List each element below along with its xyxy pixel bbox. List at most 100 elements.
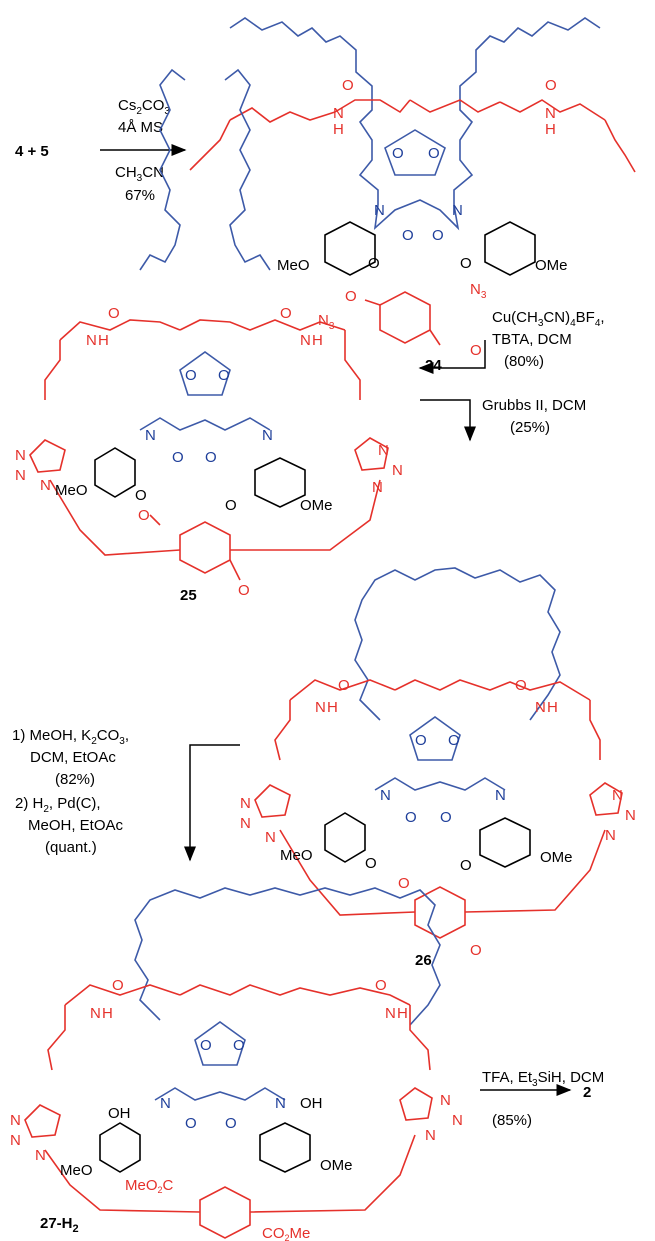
svg-text:H: H xyxy=(547,699,558,716)
step2-yield: (80%) xyxy=(504,353,544,370)
svg-text:N: N xyxy=(380,787,391,804)
compound-26-label: 26 xyxy=(415,952,432,969)
svg-text:N: N xyxy=(15,447,26,464)
svg-text:N: N xyxy=(35,1147,46,1164)
svg-text:N: N xyxy=(265,829,276,846)
svg-text:N: N xyxy=(385,1005,396,1022)
step4-reagent-3: (82%) xyxy=(55,771,95,788)
arrow-step3 xyxy=(420,399,476,442)
compound-25-atoms: O O N H N H O O N N O O N N N N N N MeO … xyxy=(15,305,403,604)
svg-text:O: O xyxy=(365,855,377,872)
svg-text:H: H xyxy=(327,699,338,716)
svg-text:N: N xyxy=(15,467,26,484)
svg-text:N: N xyxy=(625,807,636,824)
compound-25-label: 25 xyxy=(180,587,197,604)
svg-text:O: O xyxy=(172,449,184,466)
compound-26-atoms: O O N H N H O O N N O O N N N N N N MeO … xyxy=(240,677,636,969)
svg-text:O: O xyxy=(218,367,230,384)
svg-text:O: O xyxy=(238,582,250,599)
svg-text:O: O xyxy=(225,497,237,514)
svg-text:O: O xyxy=(135,487,147,504)
svg-text:N: N xyxy=(545,105,556,122)
svg-text:MeO2C: MeO2C xyxy=(125,1177,174,1195)
svg-text:N: N xyxy=(605,827,616,844)
svg-text:N: N xyxy=(315,699,326,716)
step4-reagent-5: MeOH, EtOAc xyxy=(28,817,124,834)
svg-text:N: N xyxy=(300,332,311,349)
svg-text:O: O xyxy=(205,449,217,466)
svg-text:MeO: MeO xyxy=(60,1162,93,1179)
svg-text:O: O xyxy=(112,977,124,994)
arrow-step2 xyxy=(418,340,486,374)
compound-26 xyxy=(254,567,623,939)
svg-text:N: N xyxy=(240,795,251,812)
svg-text:N: N xyxy=(262,427,273,444)
svg-text:O: O xyxy=(185,1115,197,1132)
svg-text:N: N xyxy=(275,1095,286,1112)
svg-text:OMe: OMe xyxy=(320,1157,353,1174)
svg-text:OH: OH xyxy=(300,1095,323,1112)
step1-reagent-3: CH3CN xyxy=(115,164,164,184)
svg-text:H: H xyxy=(333,121,344,138)
svg-text:O: O xyxy=(108,305,120,322)
svg-text:O: O xyxy=(342,77,354,94)
step1-yield: 67% xyxy=(125,187,155,204)
svg-text:O: O xyxy=(368,255,380,272)
svg-text:O: O xyxy=(185,367,197,384)
svg-text:N: N xyxy=(10,1132,21,1149)
svg-text:N: N xyxy=(240,815,251,832)
svg-text:N: N xyxy=(452,202,463,219)
svg-text:O: O xyxy=(448,732,460,749)
svg-text:N: N xyxy=(90,1005,101,1022)
svg-text:O: O xyxy=(432,227,444,244)
svg-text:MeO: MeO xyxy=(277,257,310,274)
svg-text:O: O xyxy=(415,732,427,749)
svg-text:O: O xyxy=(405,809,417,826)
step4-reagent-2: DCM, EtOAc xyxy=(30,749,116,766)
step4-reagent-4: 2) H2, Pd(C), xyxy=(15,795,101,815)
svg-text:O: O xyxy=(138,507,150,524)
svg-text:H: H xyxy=(397,1005,408,1022)
svg-text:N: N xyxy=(374,202,385,219)
svg-text:N: N xyxy=(425,1127,436,1144)
svg-text:O: O xyxy=(515,677,527,694)
step1-reagent-1: Cs2CO3 xyxy=(118,97,170,117)
svg-text:N: N xyxy=(86,332,97,349)
step5-reagent: TFA, Et3SiH, DCM xyxy=(482,1069,604,1089)
svg-text:MeO: MeO xyxy=(280,847,313,864)
svg-text:N: N xyxy=(10,1112,21,1129)
svg-text:OMe: OMe xyxy=(535,257,568,274)
svg-text:N3: N3 xyxy=(470,281,487,301)
svg-text:N: N xyxy=(535,699,546,716)
step3-reagent: Grubbs II, DCM xyxy=(482,397,586,414)
svg-text:H: H xyxy=(98,332,109,349)
svg-text:N: N xyxy=(333,105,344,122)
svg-text:O: O xyxy=(428,145,440,162)
compound-24 xyxy=(189,17,636,346)
compound-27-h2-atoms: O O N H N H O O N N O O OH OH MeO OMe N … xyxy=(10,977,463,1241)
svg-text:OMe: OMe xyxy=(540,849,573,866)
svg-text:O: O xyxy=(402,227,414,244)
svg-text:N: N xyxy=(145,427,156,444)
step1-reagent-2: 4Å MS xyxy=(118,119,163,136)
svg-text:H: H xyxy=(312,332,323,349)
svg-text:N: N xyxy=(378,442,389,459)
svg-text:O: O xyxy=(375,977,387,994)
step5-yield: (85%) xyxy=(492,1112,532,1129)
compound-27-h2 xyxy=(24,887,441,1239)
step4-reagent-1: 1) MeOH, K2CO3, xyxy=(12,727,129,747)
svg-text:CO2Me: CO2Me xyxy=(262,1225,310,1241)
svg-text:O: O xyxy=(460,255,472,272)
reactants-label: 4 + 5 xyxy=(15,143,49,160)
svg-text:N: N xyxy=(40,477,51,494)
svg-text:OMe: OMe xyxy=(300,497,333,514)
svg-text:OH: OH xyxy=(108,1105,131,1122)
svg-text:H: H xyxy=(545,121,556,138)
svg-text:O: O xyxy=(280,305,292,322)
svg-text:O: O xyxy=(233,1037,245,1054)
svg-text:N: N xyxy=(392,462,403,479)
svg-text:O: O xyxy=(545,77,557,94)
svg-text:O: O xyxy=(338,677,350,694)
final-product-label: 2 xyxy=(583,1084,591,1101)
svg-text:N: N xyxy=(440,1092,451,1109)
